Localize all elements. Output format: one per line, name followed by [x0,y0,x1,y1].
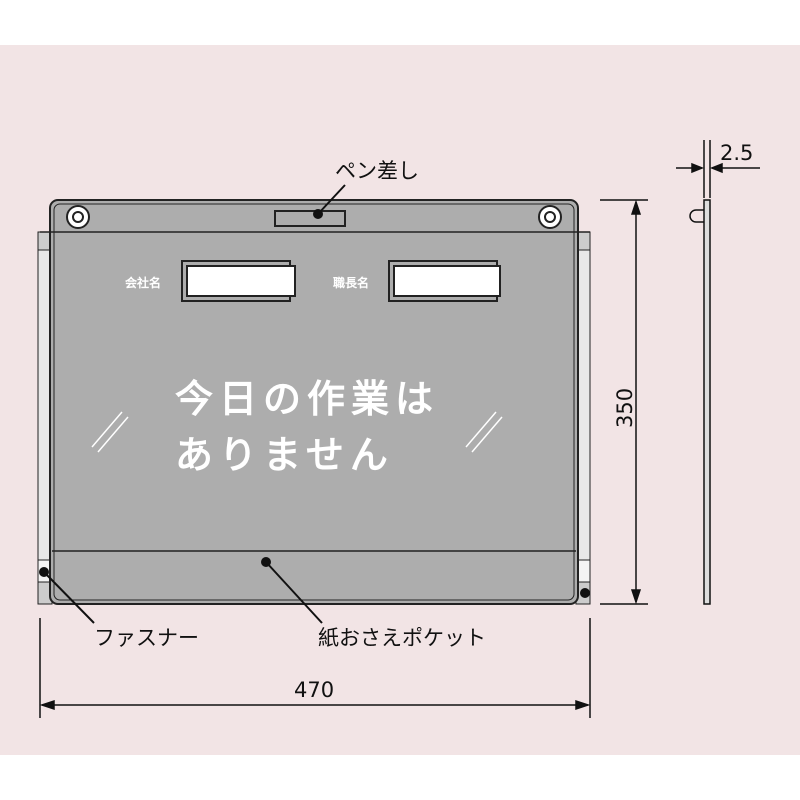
company-name-label: 会社名 [125,275,161,290]
height-value: 350 [613,388,637,428]
height-dimension-line [600,199,648,605]
board-text-line1: 今日の作業は [175,377,439,421]
board-text-line2: ありません [175,433,394,477]
pen-holder [274,210,346,227]
fastener-label: ファスナー [94,626,199,650]
grommet-icon [66,205,90,229]
grommet-icon [538,205,562,229]
side-profile [689,199,711,605]
company-name-field [186,265,296,297]
paper-pocket-label: 紙おさえポケット [318,626,486,650]
foreman-name-field [393,265,501,297]
width-value: 470 [294,678,334,702]
width-dimension-line [39,618,591,718]
pen-holder-label: ペン差し [335,159,419,183]
glare-mark [91,411,503,453]
thickness-dimension-line [676,140,760,198]
thickness-value: 2.5 [720,141,753,165]
foreman-name-label: 職長名 [333,275,369,290]
